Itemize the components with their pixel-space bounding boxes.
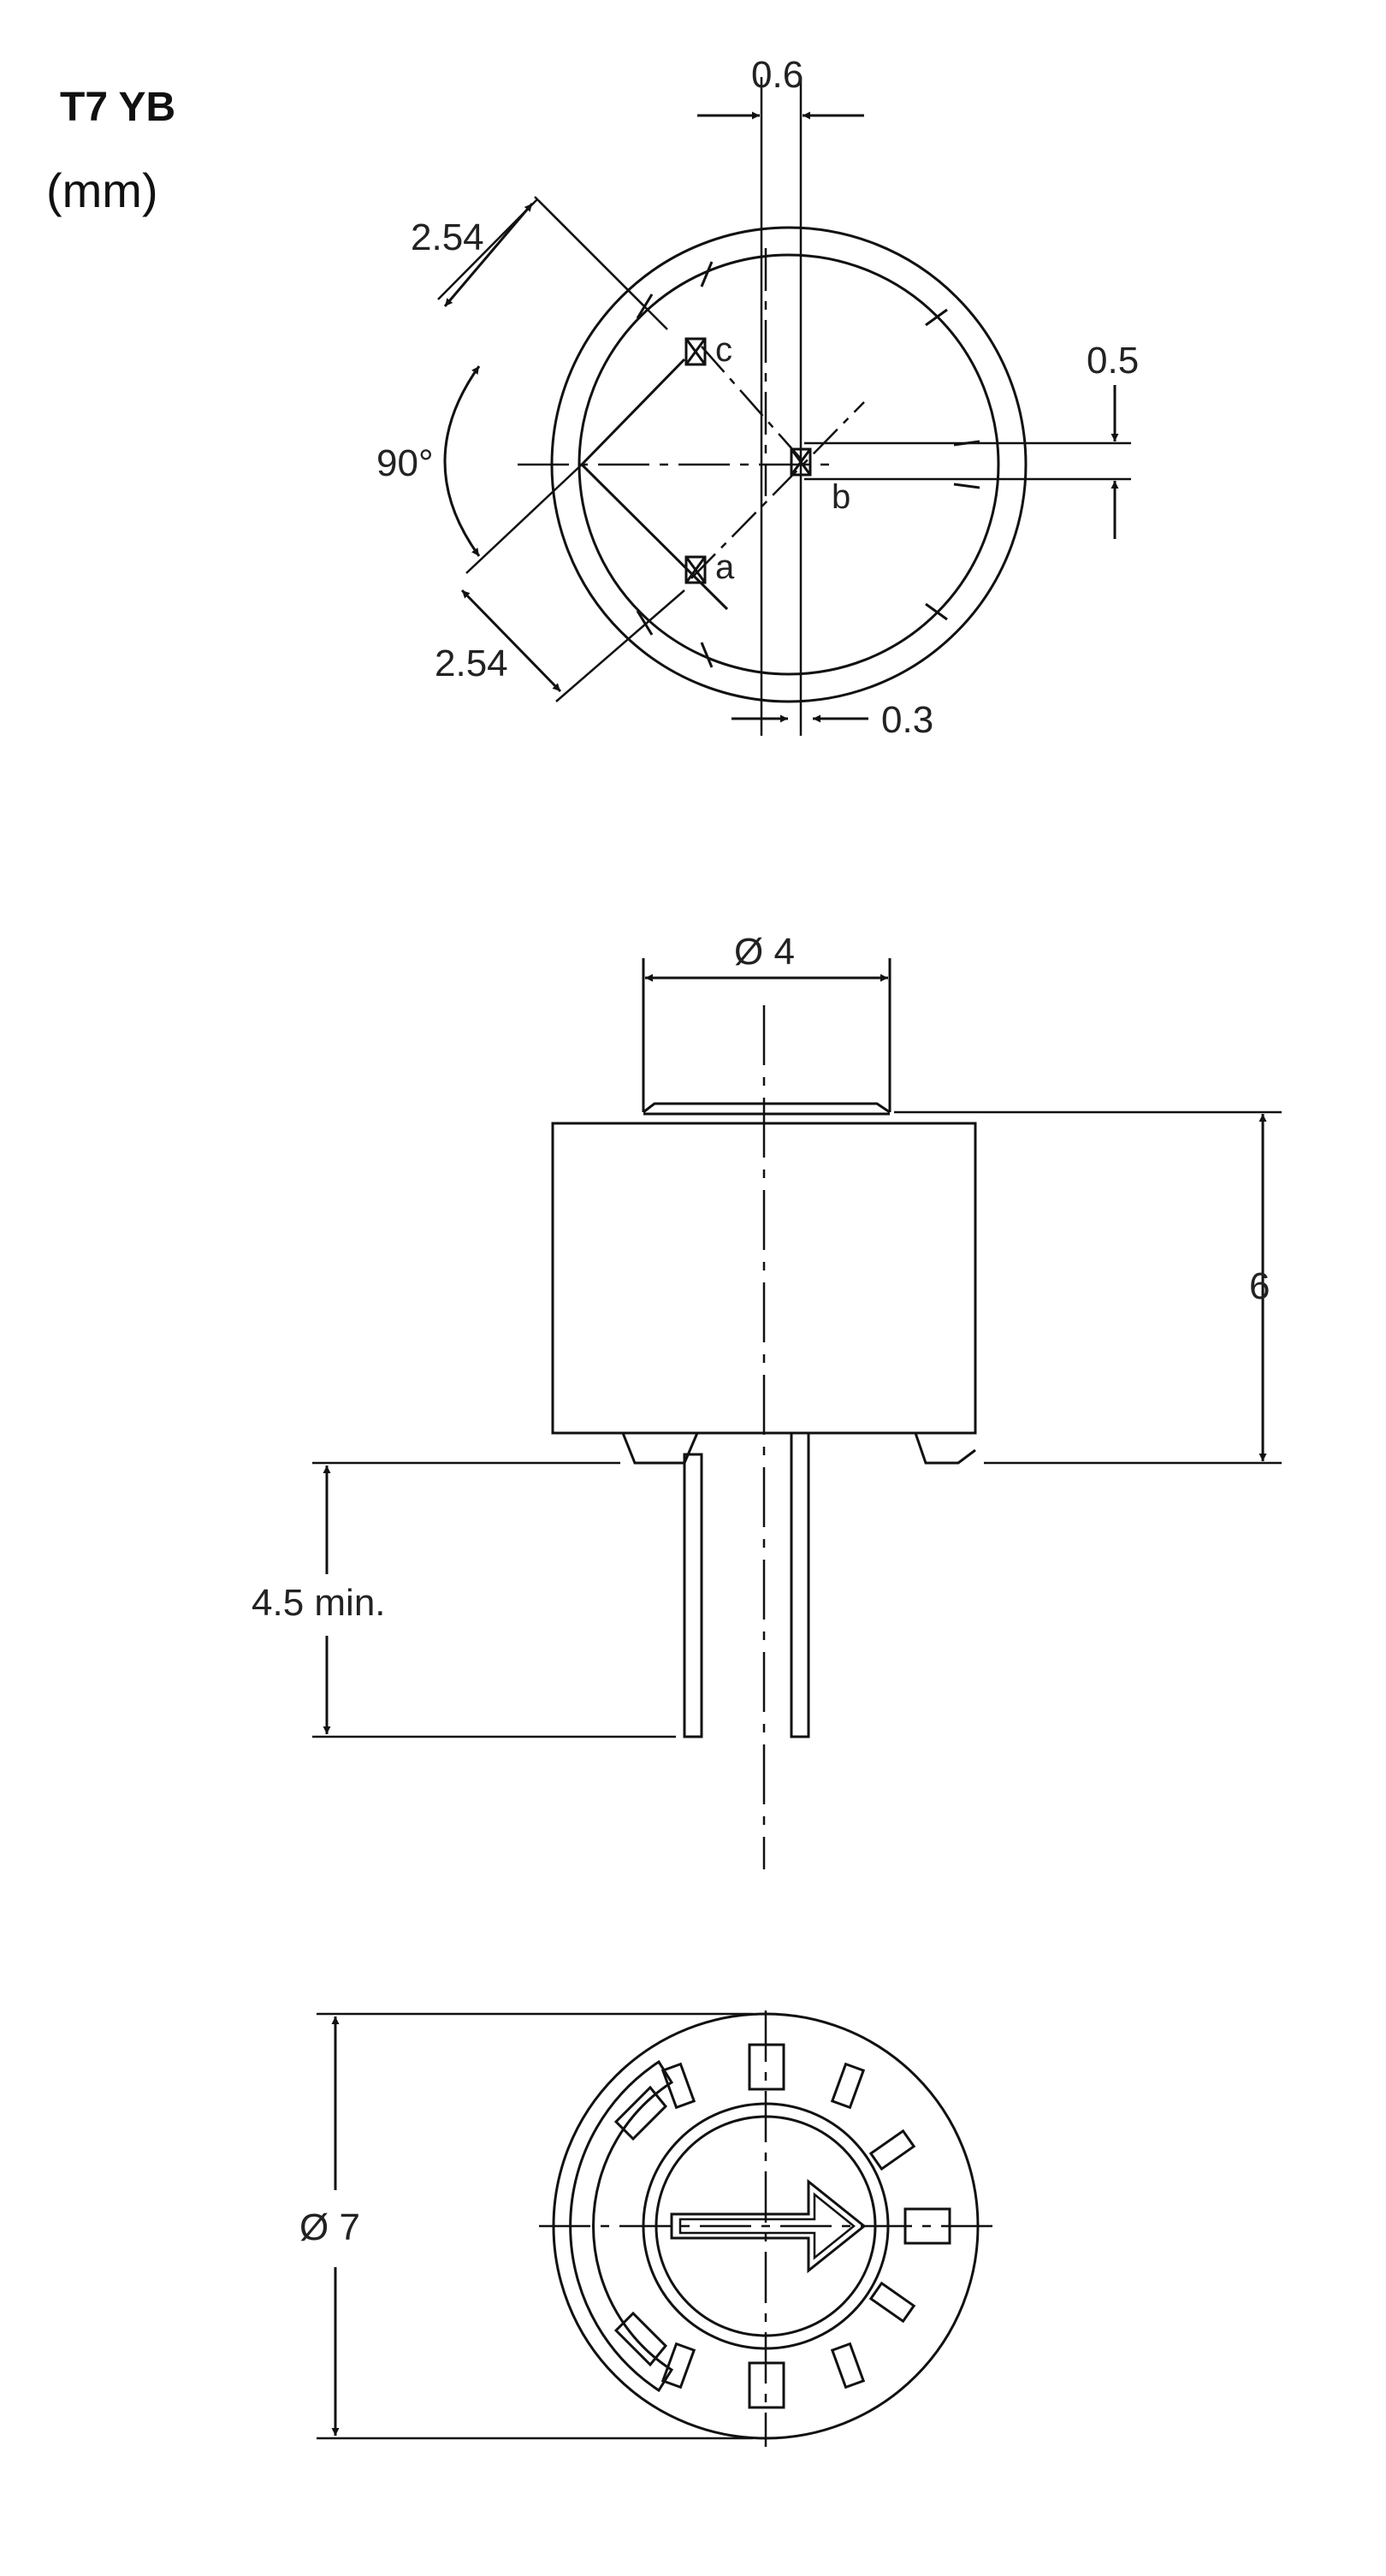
rotor-arrow-icon [670,2178,867,2274]
pin-label-a: a [715,548,735,586]
pin-label-c: c [715,331,732,369]
lead-middle [790,1431,810,1738]
dim-pin-width: 0.6 [751,54,803,96]
top-view: c b a 0.6 0.5 0.3 2.54 2.54 90° [376,54,1139,741]
dim-pitch-upper: 2.54 [411,216,484,258]
top-diagonal-upper-dash [701,346,807,465]
dim-2.54-upper-arrow [443,203,534,307]
pin-label-b: b [832,478,850,516]
top-diagonal-lower [580,463,729,611]
bottom-arc-segment-top [613,2085,668,2141]
lead-left [683,1453,703,1738]
shaft-cap [643,1102,891,1114]
dim-2.54-lower-ext-1 [465,464,583,574]
dim-pin-thickness: 0.5 [1087,340,1139,382]
dim-angle: 90° [376,442,434,484]
dim-pitch-lower: 2.54 [435,643,508,684]
dim-2.54-upper-ext-3 [534,196,647,309]
dim-pin-offset: 0.3 [881,699,933,741]
dim-angle-arc [443,365,481,557]
model-title: T7 YB [60,85,176,130]
dim-shaft-diameter: Ø 4 [734,931,795,973]
dim-2.54-lower-arrow [460,589,562,693]
top-diagonal-lower-dash [690,401,865,579]
pin-a [684,555,707,584]
top-diagonal-upper [580,358,686,466]
pin-c [684,337,707,366]
rotor-arrow-inner [678,2192,856,2260]
dim-lead-length: 4.5 min. [252,1582,386,1624]
side-view: Ø 4 6 4.5 min. [252,931,1282,1869]
dim-2.54-lower-ext-2 [555,589,685,702]
foot-right [914,1432,976,1465]
bottom-arc-segment-bottom [613,2311,668,2367]
bottom-slots [660,2043,951,2409]
unit-label: (mm) [46,163,158,217]
dim-height: 6 [1249,1265,1270,1307]
dim-body-diameter: Ø 7 [299,2206,360,2248]
bottom-arc-track [569,2059,674,2393]
foot-left [621,1432,699,1465]
bottom-view: Ø 7 [299,2010,992,2447]
